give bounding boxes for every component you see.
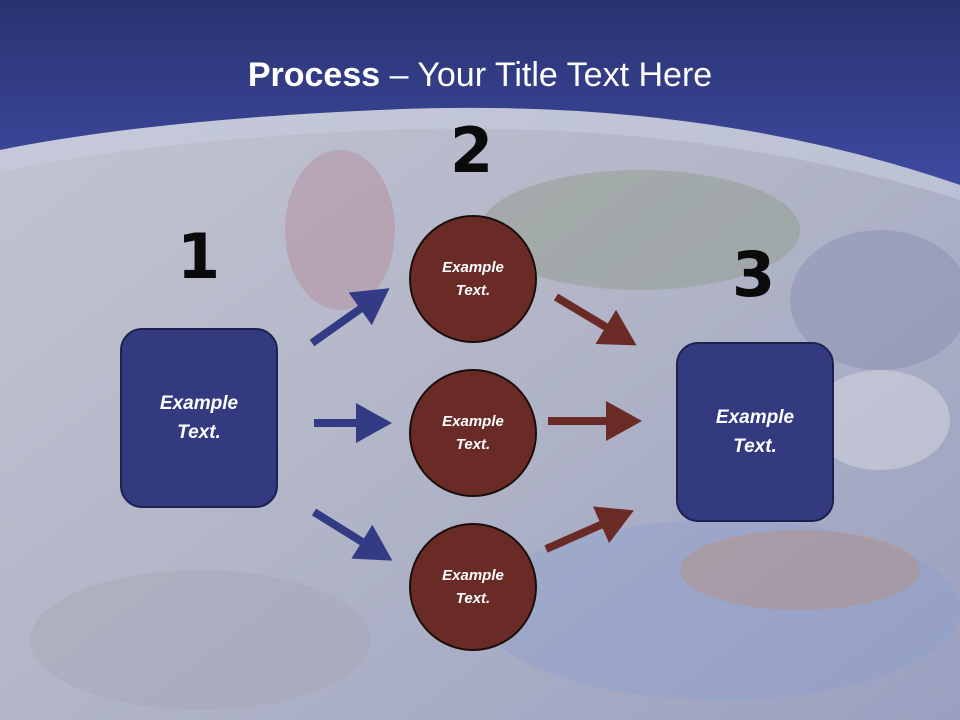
title-rest: – Your Title Text Here [380, 56, 713, 94]
step-2-circle-middle: Example Text. [409, 369, 537, 497]
step-2-circle-bottom: Example Text. [409, 523, 537, 651]
title-bold: Process [247, 56, 381, 94]
step-number-3: 3 [732, 238, 776, 311]
step-3-text: Example Text. [715, 407, 795, 457]
arrow-2-bottom-to-3 [544, 506, 634, 553]
step-2-item-1-text: Example Text. [442, 259, 504, 299]
step-number-1: 1 [177, 220, 221, 293]
slide-title: Process – Your Title Text Here [0, 52, 960, 98]
step-1-text: Example Text. [159, 393, 239, 443]
arrow-2-top-to-3 [553, 293, 637, 346]
step-2-item-2-text: Example Text. [442, 413, 504, 453]
step-2-circle-top: Example Text. [409, 215, 537, 343]
arrow-1-to-2-bottom [311, 508, 393, 561]
step-3-box: Example Text. [676, 342, 834, 522]
step-number-2: 2 [450, 114, 494, 187]
step-2-item-3-text: Example Text. [442, 567, 504, 607]
arrow-1-to-2-top [309, 288, 390, 347]
step-1-box: Example Text. [120, 328, 278, 508]
